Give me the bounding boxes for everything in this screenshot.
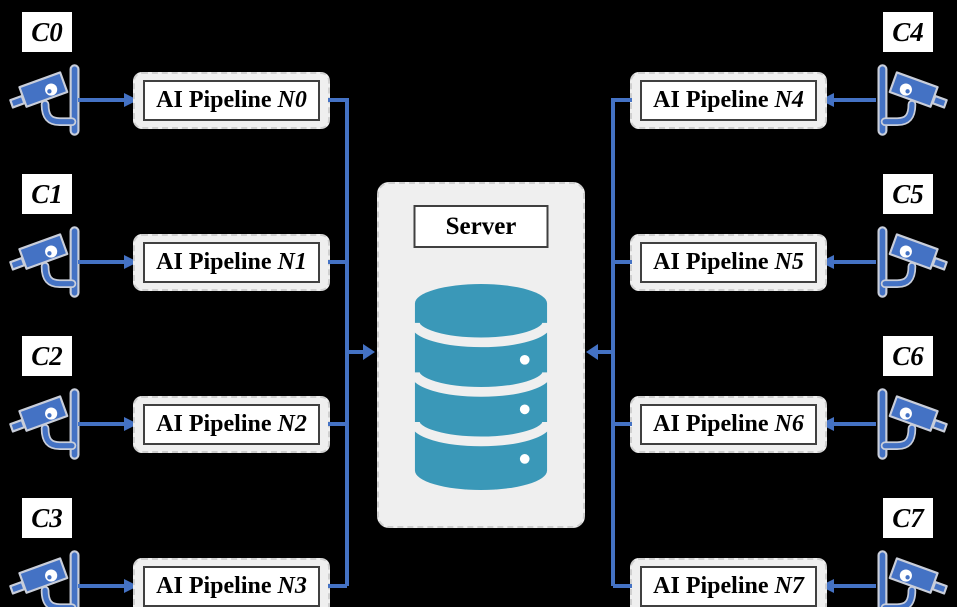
pipeline-node-n3: AI Pipeline N3 bbox=[133, 558, 330, 607]
pipeline-label: AI Pipeline bbox=[156, 249, 272, 275]
camera-label-c5: C5 bbox=[883, 174, 933, 214]
right-bus-line bbox=[611, 98, 615, 586]
connector-line bbox=[613, 98, 632, 102]
connector-line bbox=[328, 422, 347, 426]
connector-line bbox=[613, 260, 632, 264]
database-icon bbox=[413, 284, 549, 490]
connector-line bbox=[328, 260, 347, 264]
camera-label-c2: C2 bbox=[22, 336, 72, 376]
connector-line bbox=[613, 422, 632, 426]
left-server-arrowhead-icon bbox=[363, 344, 375, 360]
pipeline-id: N4 bbox=[774, 87, 804, 113]
pipeline-node-n7: AI Pipeline N7 bbox=[630, 558, 827, 607]
right-server-arrow-line bbox=[598, 350, 615, 354]
pipeline-id: N0 bbox=[277, 87, 307, 113]
pipeline-id: N7 bbox=[774, 573, 804, 599]
flow-arrow-icon bbox=[820, 579, 876, 593]
connector-line bbox=[328, 584, 347, 588]
server-label: Server bbox=[413, 205, 549, 248]
left-server-arrow-line bbox=[347, 350, 365, 354]
pipeline-label: AI Pipeline bbox=[653, 249, 769, 275]
connector-line bbox=[328, 98, 347, 102]
cctv-camera-icon bbox=[6, 547, 98, 607]
flow-arrow-icon bbox=[820, 255, 876, 269]
pipeline-label: AI Pipeline bbox=[653, 87, 769, 113]
flow-arrow-icon bbox=[78, 255, 138, 269]
pipeline-label: AI Pipeline bbox=[653, 411, 769, 437]
pipeline-node-n1: AI Pipeline N1 bbox=[133, 234, 330, 291]
server-panel: Server bbox=[377, 182, 585, 528]
pipeline-id: N3 bbox=[277, 573, 307, 599]
pipeline-id: N2 bbox=[277, 411, 307, 437]
right-server-arrowhead-icon bbox=[586, 344, 598, 360]
camera-label-c1: C1 bbox=[22, 174, 72, 214]
pipeline-node-n5: AI Pipeline N5 bbox=[630, 234, 827, 291]
pipeline-node-n2: AI Pipeline N2 bbox=[133, 396, 330, 453]
pipeline-id: N1 bbox=[277, 249, 307, 275]
camera-label-c7: C7 bbox=[883, 498, 933, 538]
pipeline-node-n6: AI Pipeline N6 bbox=[630, 396, 827, 453]
flow-arrow-icon bbox=[820, 417, 876, 431]
pipeline-label: AI Pipeline bbox=[653, 573, 769, 599]
camera-label-c0: C0 bbox=[22, 12, 72, 52]
flow-arrow-icon bbox=[78, 579, 138, 593]
pipeline-label: AI Pipeline bbox=[156, 411, 272, 437]
camera-label-c3: C3 bbox=[22, 498, 72, 538]
flow-arrow-icon bbox=[820, 93, 876, 107]
connector-line bbox=[613, 584, 632, 588]
flow-arrow-icon bbox=[78, 93, 138, 107]
pipeline-node-n4: AI Pipeline N4 bbox=[630, 72, 827, 129]
pipeline-id: N5 bbox=[774, 249, 804, 275]
camera-label-c6: C6 bbox=[883, 336, 933, 376]
cctv-camera-icon bbox=[859, 547, 951, 607]
camera-label-c4: C4 bbox=[883, 12, 933, 52]
pipeline-node-n0: AI Pipeline N0 bbox=[133, 72, 330, 129]
pipeline-label: AI Pipeline bbox=[156, 87, 272, 113]
pipeline-id: N6 bbox=[774, 411, 804, 437]
left-bus-line bbox=[345, 98, 349, 586]
pipeline-label: AI Pipeline bbox=[156, 573, 272, 599]
flow-arrow-icon bbox=[78, 417, 138, 431]
